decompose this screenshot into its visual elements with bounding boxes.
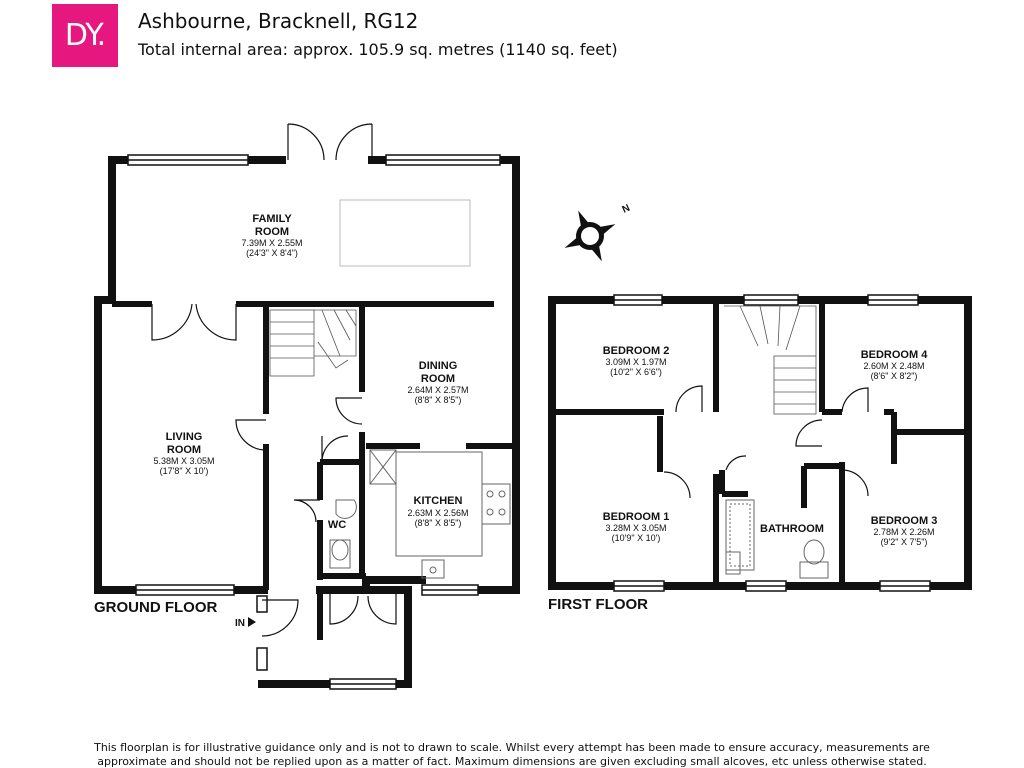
bedroom4-dim-m: 2.60M X 2.48M (863, 361, 924, 371)
living-room-dim-ft: (17'8" X 10') (160, 466, 209, 476)
dining-room-name-2: ROOM (421, 373, 455, 385)
bedroom3-name: BEDROOM 3 (871, 515, 938, 527)
bedroom1-name: BEDROOM 1 (603, 511, 670, 523)
bedroom2-dim-ft: (10'2" X 6'6") (610, 367, 662, 377)
bedroom3-dim-m: 2.78M X 2.26M (873, 527, 934, 537)
family-room-dim-ft: (24'3" X 8'4") (246, 248, 298, 258)
bedroom2-dim-m: 3.09M X 1.97M (605, 357, 666, 367)
bathroom-name: BATHROOM (760, 523, 824, 535)
bedroom1-dim-ft: (10'9" X 10') (612, 533, 661, 543)
compass-icon (564, 210, 616, 262)
family-room-name-2: ROOM (255, 226, 289, 238)
bedroom2-name: BEDROOM 2 (603, 345, 670, 357)
kitchen-name: KITCHEN (414, 495, 463, 507)
wc-name: WC (328, 519, 346, 531)
family-room-name: FAMILY (252, 213, 292, 225)
bedroom4-name: BEDROOM 4 (861, 349, 929, 361)
kitchen-dim-m: 2.63M X 2.56M (407, 508, 468, 518)
living-room-dim-m: 5.38M X 3.05M (153, 456, 214, 466)
living-room-name: LIVING (166, 431, 203, 443)
ground-floor-labels: FAMILY ROOM 7.39M X 2.55M (24'3" X 8'4")… (94, 213, 469, 629)
dining-room-dim-ft: (8'8" X 8'5") (415, 395, 462, 405)
entrance-label: IN (235, 618, 245, 629)
property-title: Ashbourne, Bracknell, RG12 (138, 9, 419, 33)
disclaimer-line-1: This floorplan is for illustrative guida… (94, 741, 930, 754)
first-floor-plan (548, 294, 972, 592)
ground-floor-label: GROUND FLOOR (94, 599, 217, 616)
ground-floor-plan (94, 123, 520, 690)
bedroom1-dim-m: 3.28M X 3.05M (605, 523, 666, 533)
first-floor-labels: BEDROOM 2 3.09M X 1.97M (10'2" X 6'6") B… (548, 345, 937, 613)
total-area-text: Total internal area: approx. 105.9 sq. m… (138, 40, 618, 59)
living-room-name-2: ROOM (167, 444, 201, 456)
entrance-arrow-icon (248, 617, 256, 627)
dining-room-name: DINING (419, 360, 458, 372)
dining-room-dim-m: 2.64M X 2.57M (407, 385, 468, 395)
family-room-dim-m: 7.39M X 2.55M (241, 238, 302, 248)
bedroom3-dim-ft: (9'2" X 7'5") (881, 537, 928, 547)
disclaimer-line-2: approximate and should not be replied up… (97, 755, 927, 768)
kitchen-dim-ft: (8'8" X 8'5") (415, 518, 462, 528)
agency-logo: DY. (52, 4, 118, 67)
compass-north-label: N (621, 203, 632, 216)
bedroom4-dim-ft: (8'6" X 8'2") (871, 371, 918, 381)
first-floor-label: FIRST FLOOR (548, 596, 648, 613)
